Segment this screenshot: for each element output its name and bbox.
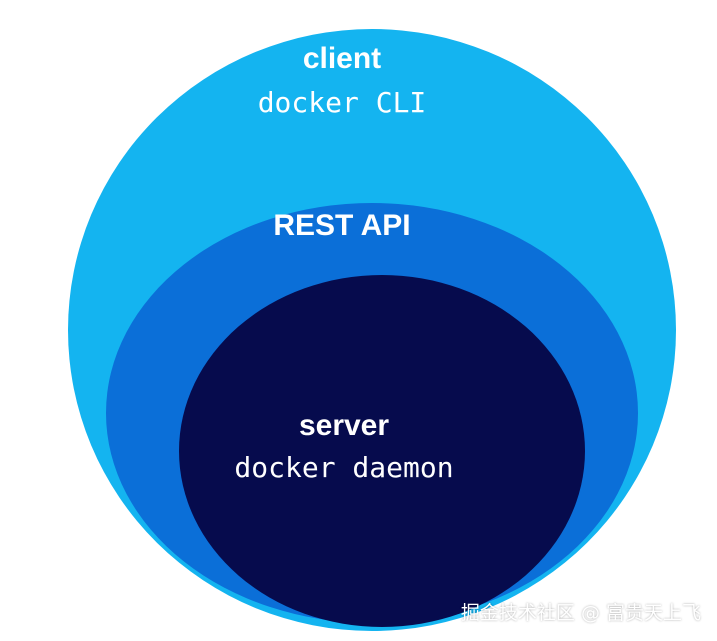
server-subtitle: docker daemon <box>234 451 453 484</box>
rest-api-title: REST API <box>273 209 410 242</box>
server-circle <box>179 275 585 627</box>
server-title: server <box>299 409 389 442</box>
watermark-text: 掘金技术社区 @ 富贵天上飞 <box>460 602 701 624</box>
client-subtitle: docker CLI <box>258 86 427 119</box>
client-title: client <box>303 42 381 75</box>
